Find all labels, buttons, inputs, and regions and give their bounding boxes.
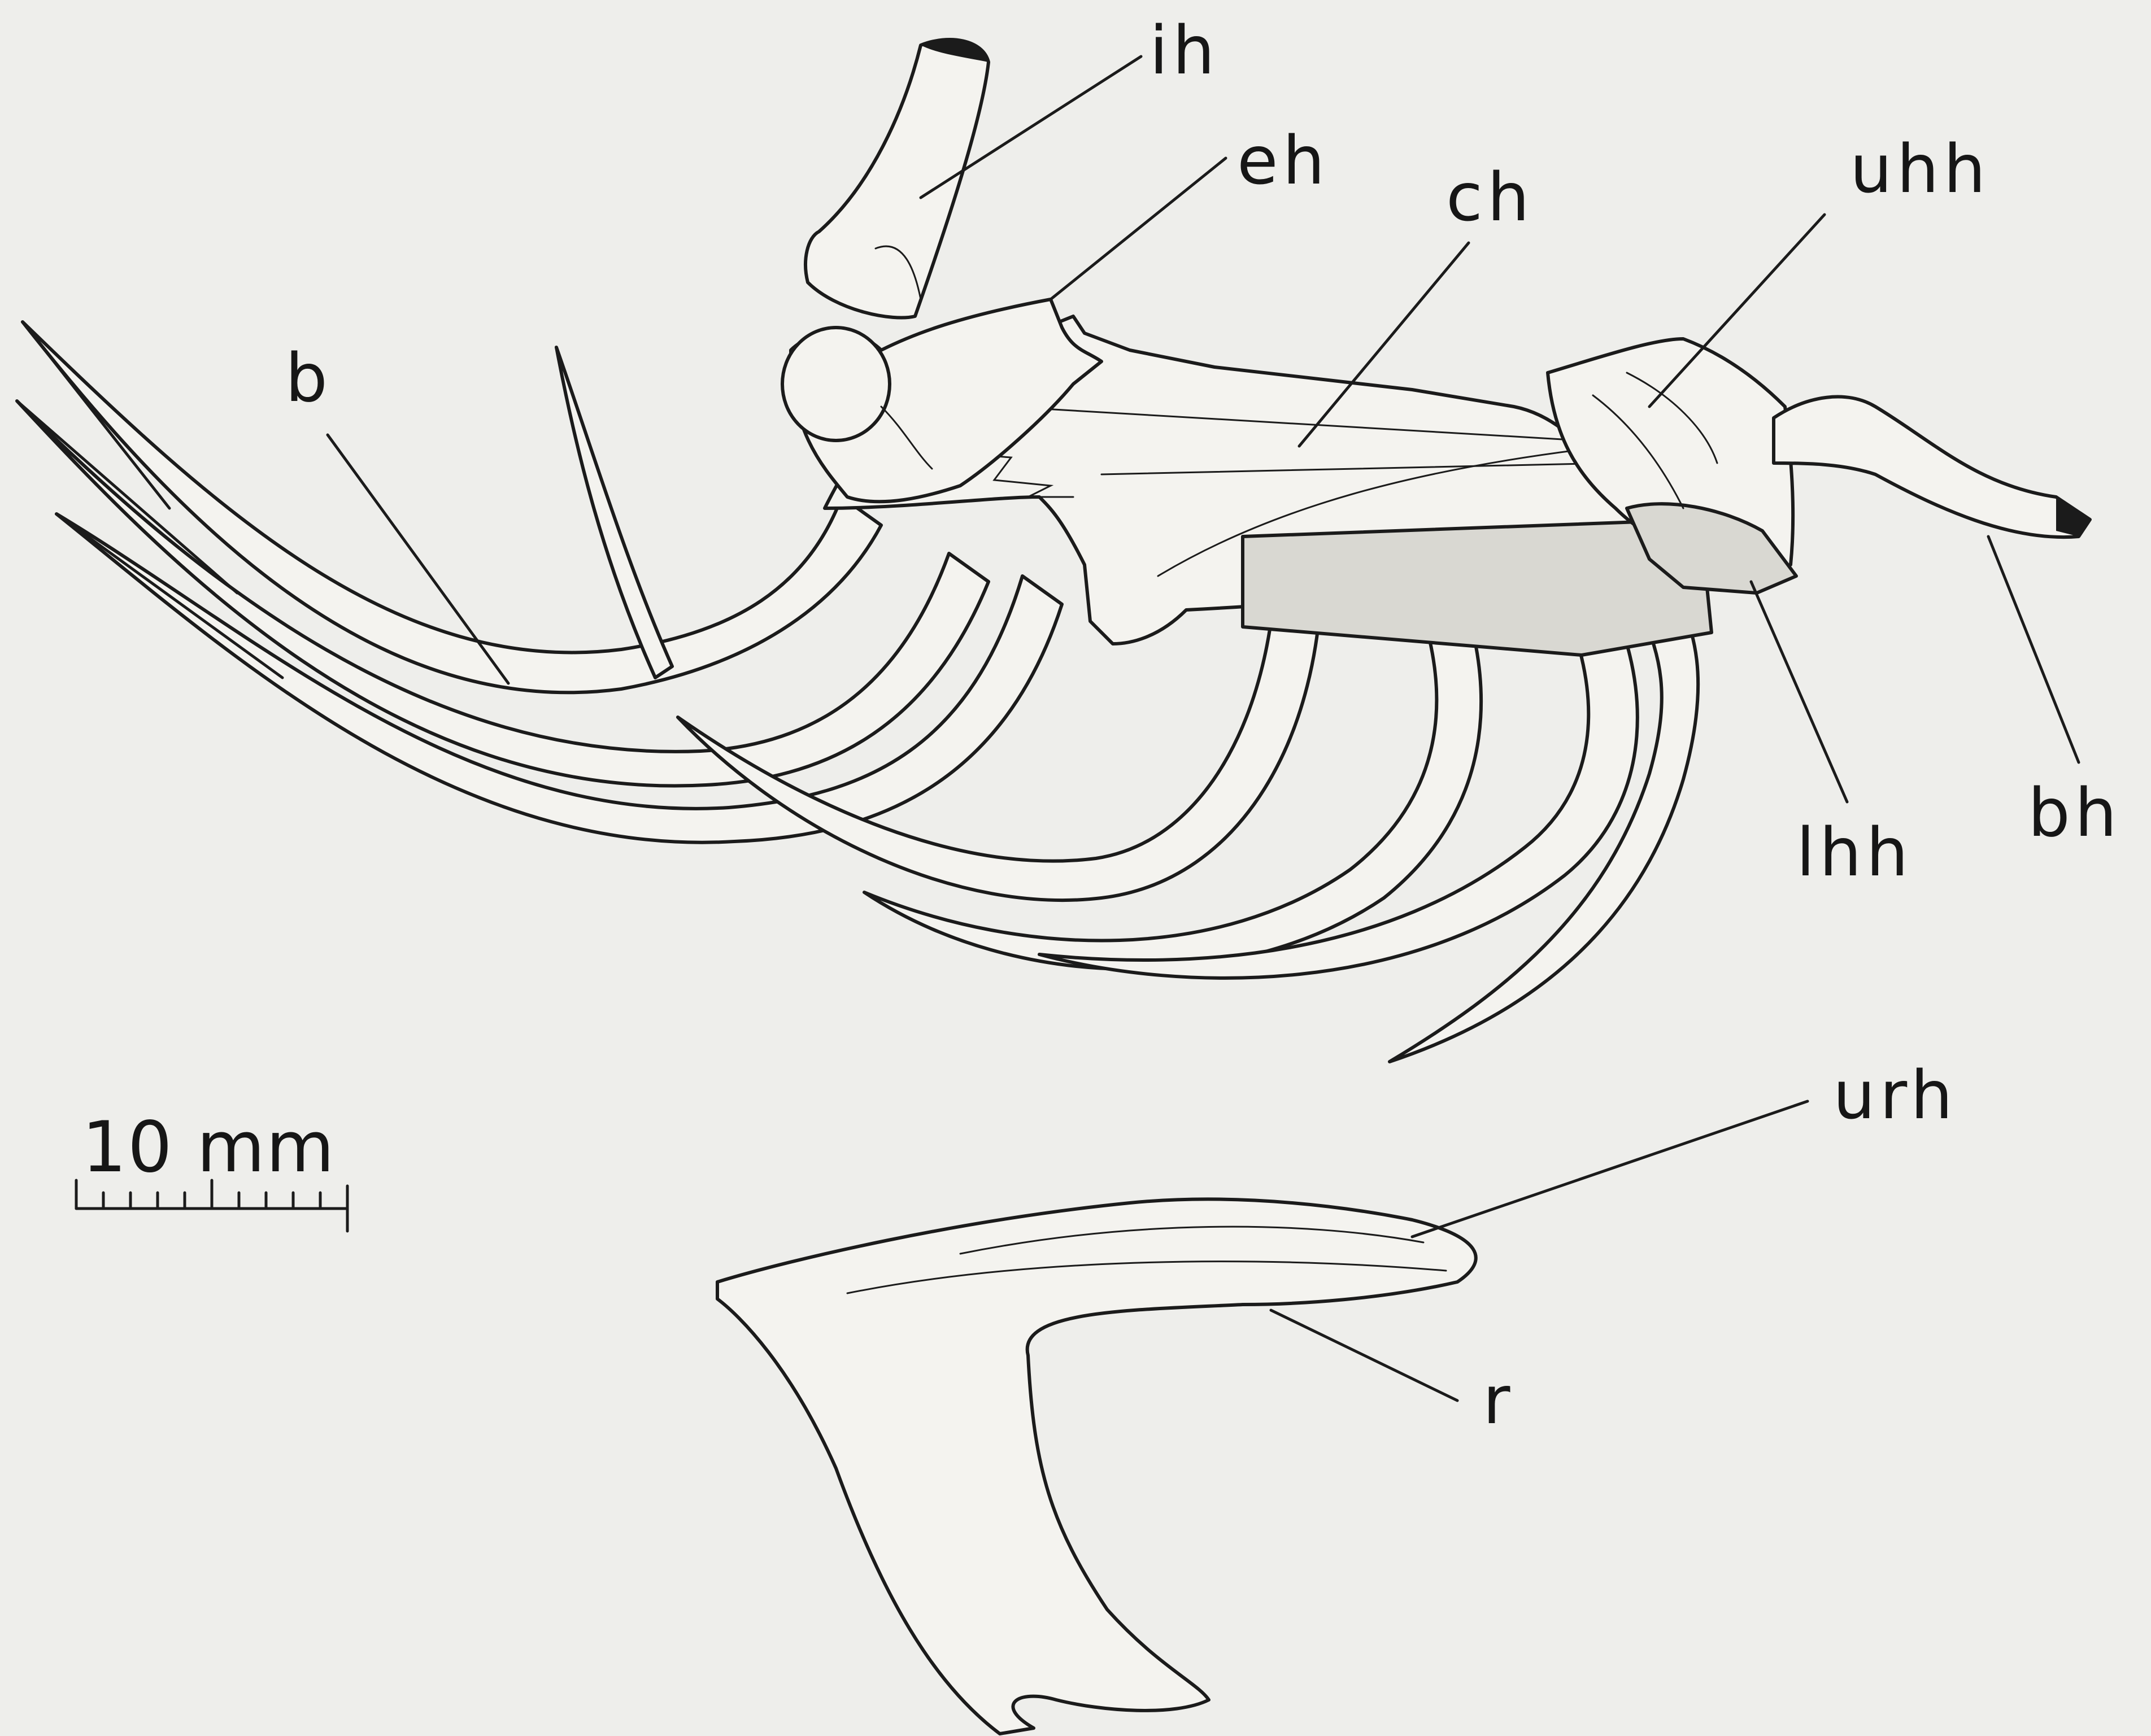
label-bh: bh (2028, 779, 2122, 846)
urohyal-blade (717, 1199, 1476, 1734)
basihyal-rod (1774, 397, 2090, 538)
label-lhh: lhh (1796, 819, 1913, 886)
leader-urh (1412, 1101, 1808, 1237)
label-uhh: uhh (1850, 136, 1990, 202)
leader-bh (1988, 536, 2079, 762)
leader-eh (1051, 158, 1226, 299)
urohyal (717, 1199, 1476, 1734)
leader-lhh (1751, 582, 1847, 802)
ray-spine (556, 347, 672, 678)
interhyal-rod (805, 40, 989, 318)
scale-bar-label: 10 mm (82, 1113, 336, 1183)
epihyal-condyle (782, 328, 890, 440)
label-eh: eh (1237, 127, 1329, 194)
label-ih: ih (1149, 17, 1220, 84)
interhyal (805, 40, 989, 318)
leader-r (1271, 1310, 1457, 1401)
basihyal (1774, 397, 2090, 538)
branchiostegal-ray-1 (23, 322, 881, 692)
label-ch: ch (1446, 164, 1534, 230)
label-r: r (1483, 1367, 1515, 1433)
basihyal-tip (2056, 497, 2090, 536)
label-urh: urh (1833, 1062, 1957, 1128)
label-b: b (285, 344, 332, 411)
